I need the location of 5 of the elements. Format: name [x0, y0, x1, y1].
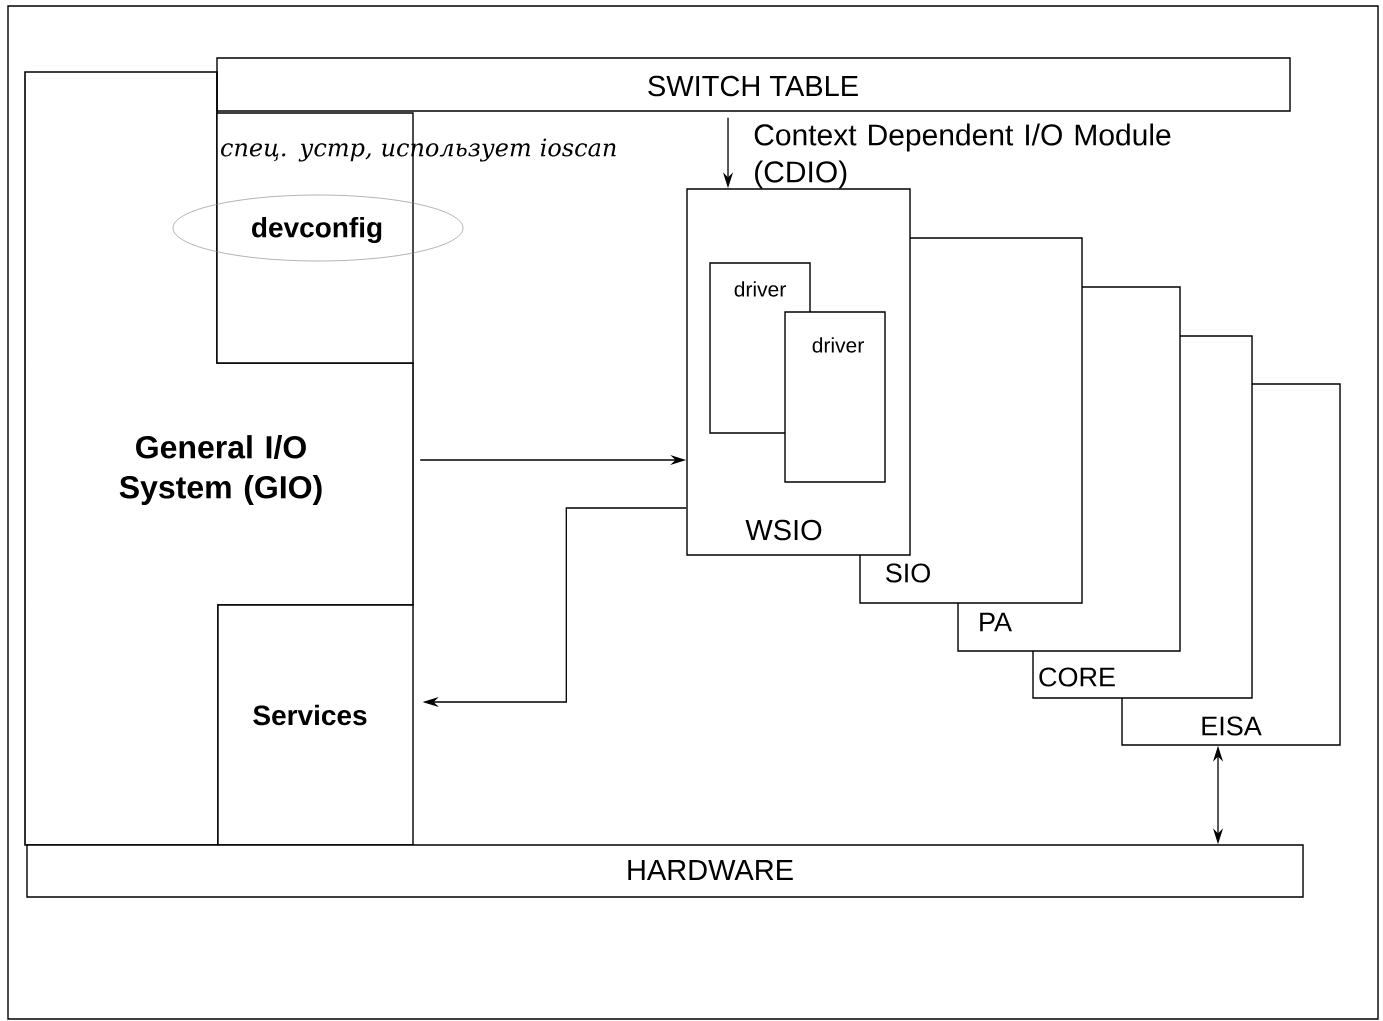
module-title: Context Dependent I/O Module (CDIO)	[754, 123, 1171, 189]
services-box: Services	[217, 604, 414, 846]
hardware-bar: HARDWARE	[26, 844, 1304, 898]
table-bar: SWITCH TABLE	[216, 57, 1291, 112]
driver-box: driver	[784, 311, 886, 483]
